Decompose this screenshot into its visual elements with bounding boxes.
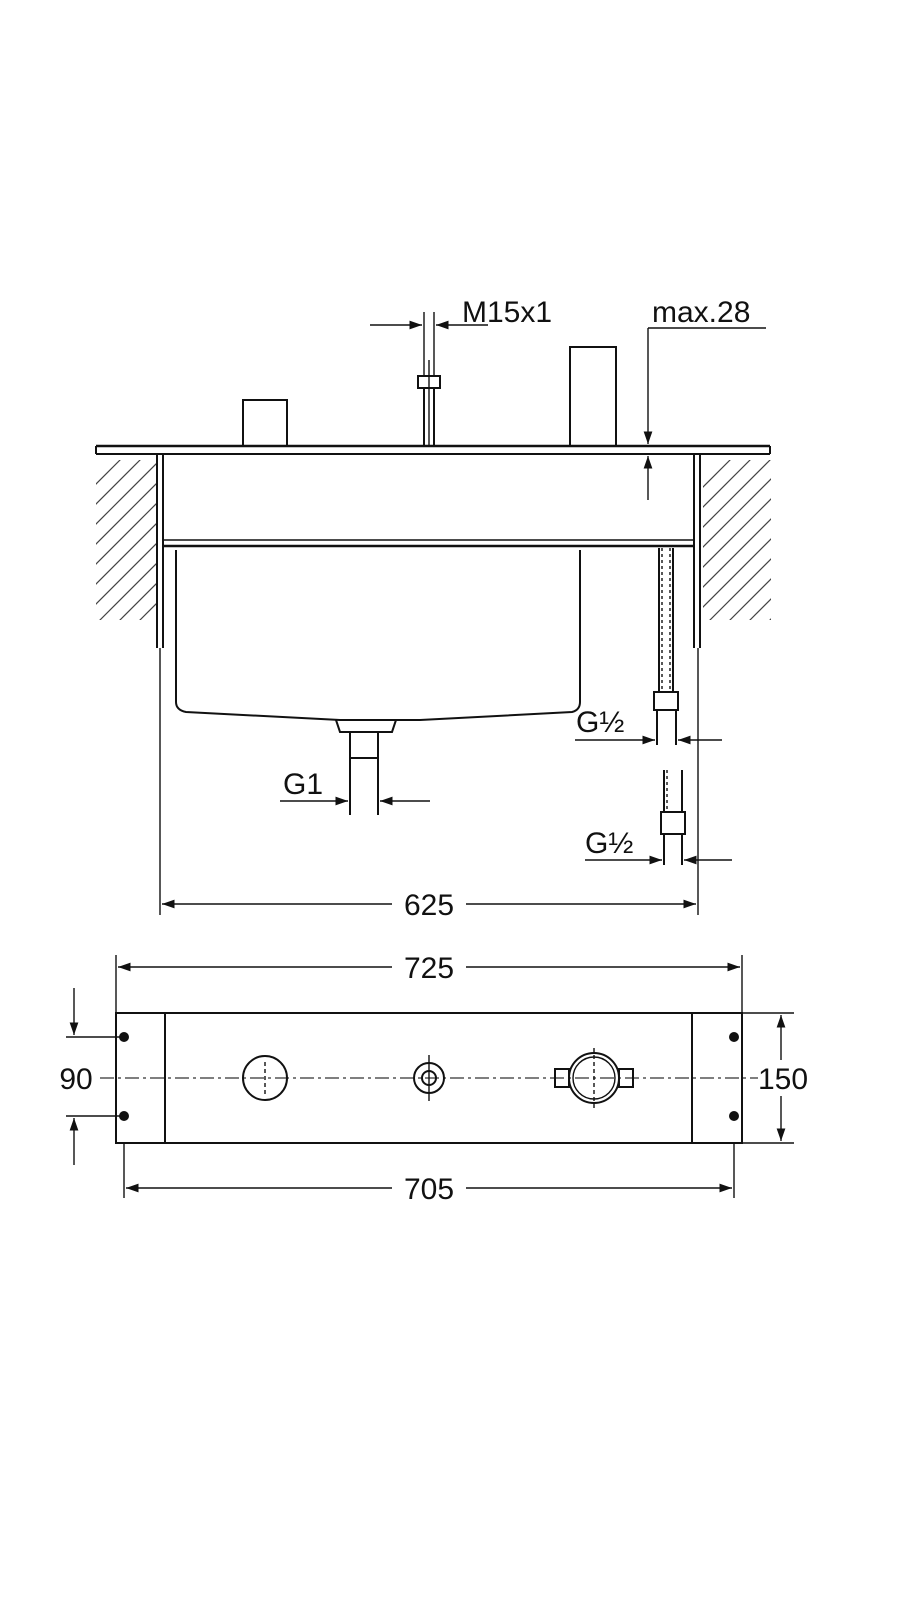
opening-left — [242, 1055, 288, 1101]
valve-connection — [660, 770, 686, 865]
opening-center — [413, 1055, 445, 1101]
center-stud — [417, 360, 441, 446]
opening-right — [554, 1048, 634, 1108]
dim-hole-spacing: 90 — [59, 988, 120, 1165]
supply-hose — [653, 548, 679, 745]
countertop — [95, 444, 771, 455]
wall-right — [703, 460, 771, 620]
wall-left — [96, 460, 156, 620]
dim-width-inner: 625 — [162, 889, 696, 922]
drain-spigot — [335, 719, 397, 815]
outlet-upper-label: G½ — [576, 706, 624, 739]
side-section-view: M15x1 max.28 G½ G1 G½ — [95, 296, 771, 922]
drain-label: G1 — [283, 768, 323, 801]
housing-frame — [156, 454, 701, 648]
outlet-lower-label: G½ — [585, 827, 633, 860]
dim-outlet-upper: G½ — [575, 706, 722, 745]
width-holes-label: 705 — [404, 1173, 454, 1206]
plate — [115, 1012, 743, 1144]
height-label: 150 — [758, 1063, 808, 1096]
dim-thread: M15x1 — [370, 296, 552, 376]
dim-width-outer: 725 — [118, 952, 740, 985]
dim-width-holes: 705 — [126, 1173, 732, 1206]
front-plate-view: 725 — [59, 952, 808, 1206]
basin — [175, 550, 581, 721]
width-outer-label: 725 — [404, 952, 454, 985]
dim-drain: G1 — [280, 768, 430, 806]
dim-max-depth: max.28 — [643, 296, 766, 500]
dim-outlet-lower: G½ — [585, 827, 732, 865]
dim-height: 150 — [742, 1012, 808, 1144]
mounting-holes — [119, 1032, 739, 1121]
thread-label: M15x1 — [462, 296, 552, 329]
fitting-left — [242, 399, 288, 447]
max-depth-label: max.28 — [652, 296, 750, 329]
width-inner-label: 625 — [404, 889, 454, 922]
fitting-right — [569, 346, 617, 447]
hole-spacing-label: 90 — [59, 1063, 92, 1096]
